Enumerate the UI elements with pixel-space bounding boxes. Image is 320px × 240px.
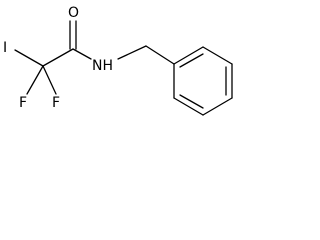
atom-labels: I F F O NH <box>3 5 113 111</box>
bond-c-f2 <box>42 65 57 95</box>
bond-c-i <box>14 49 44 67</box>
bond-n-ch2 <box>117 45 147 60</box>
atom-fluorine-left: F <box>19 95 27 111</box>
bond-c-f1 <box>26 65 44 95</box>
atom-oxygen: O <box>68 5 79 21</box>
bond-ch2-ring <box>145 45 175 65</box>
ring-double-1 <box>179 53 204 68</box>
bonds <box>14 20 233 116</box>
benzene-ring <box>173 46 233 116</box>
structural-formula: I F F O NH <box>3 5 233 116</box>
ring-bond-2 <box>202 46 233 65</box>
ring-bond-5 <box>173 97 204 116</box>
ring-bond-1 <box>173 46 204 65</box>
atom-iodine: I <box>3 40 7 56</box>
bond-c-n <box>72 48 92 60</box>
ring-double-3 <box>179 94 204 109</box>
atom-fluorine-right: F <box>52 95 60 111</box>
atom-nh: NH <box>92 58 113 74</box>
bond-c-c <box>42 48 74 67</box>
ring-bond-4 <box>202 97 233 116</box>
